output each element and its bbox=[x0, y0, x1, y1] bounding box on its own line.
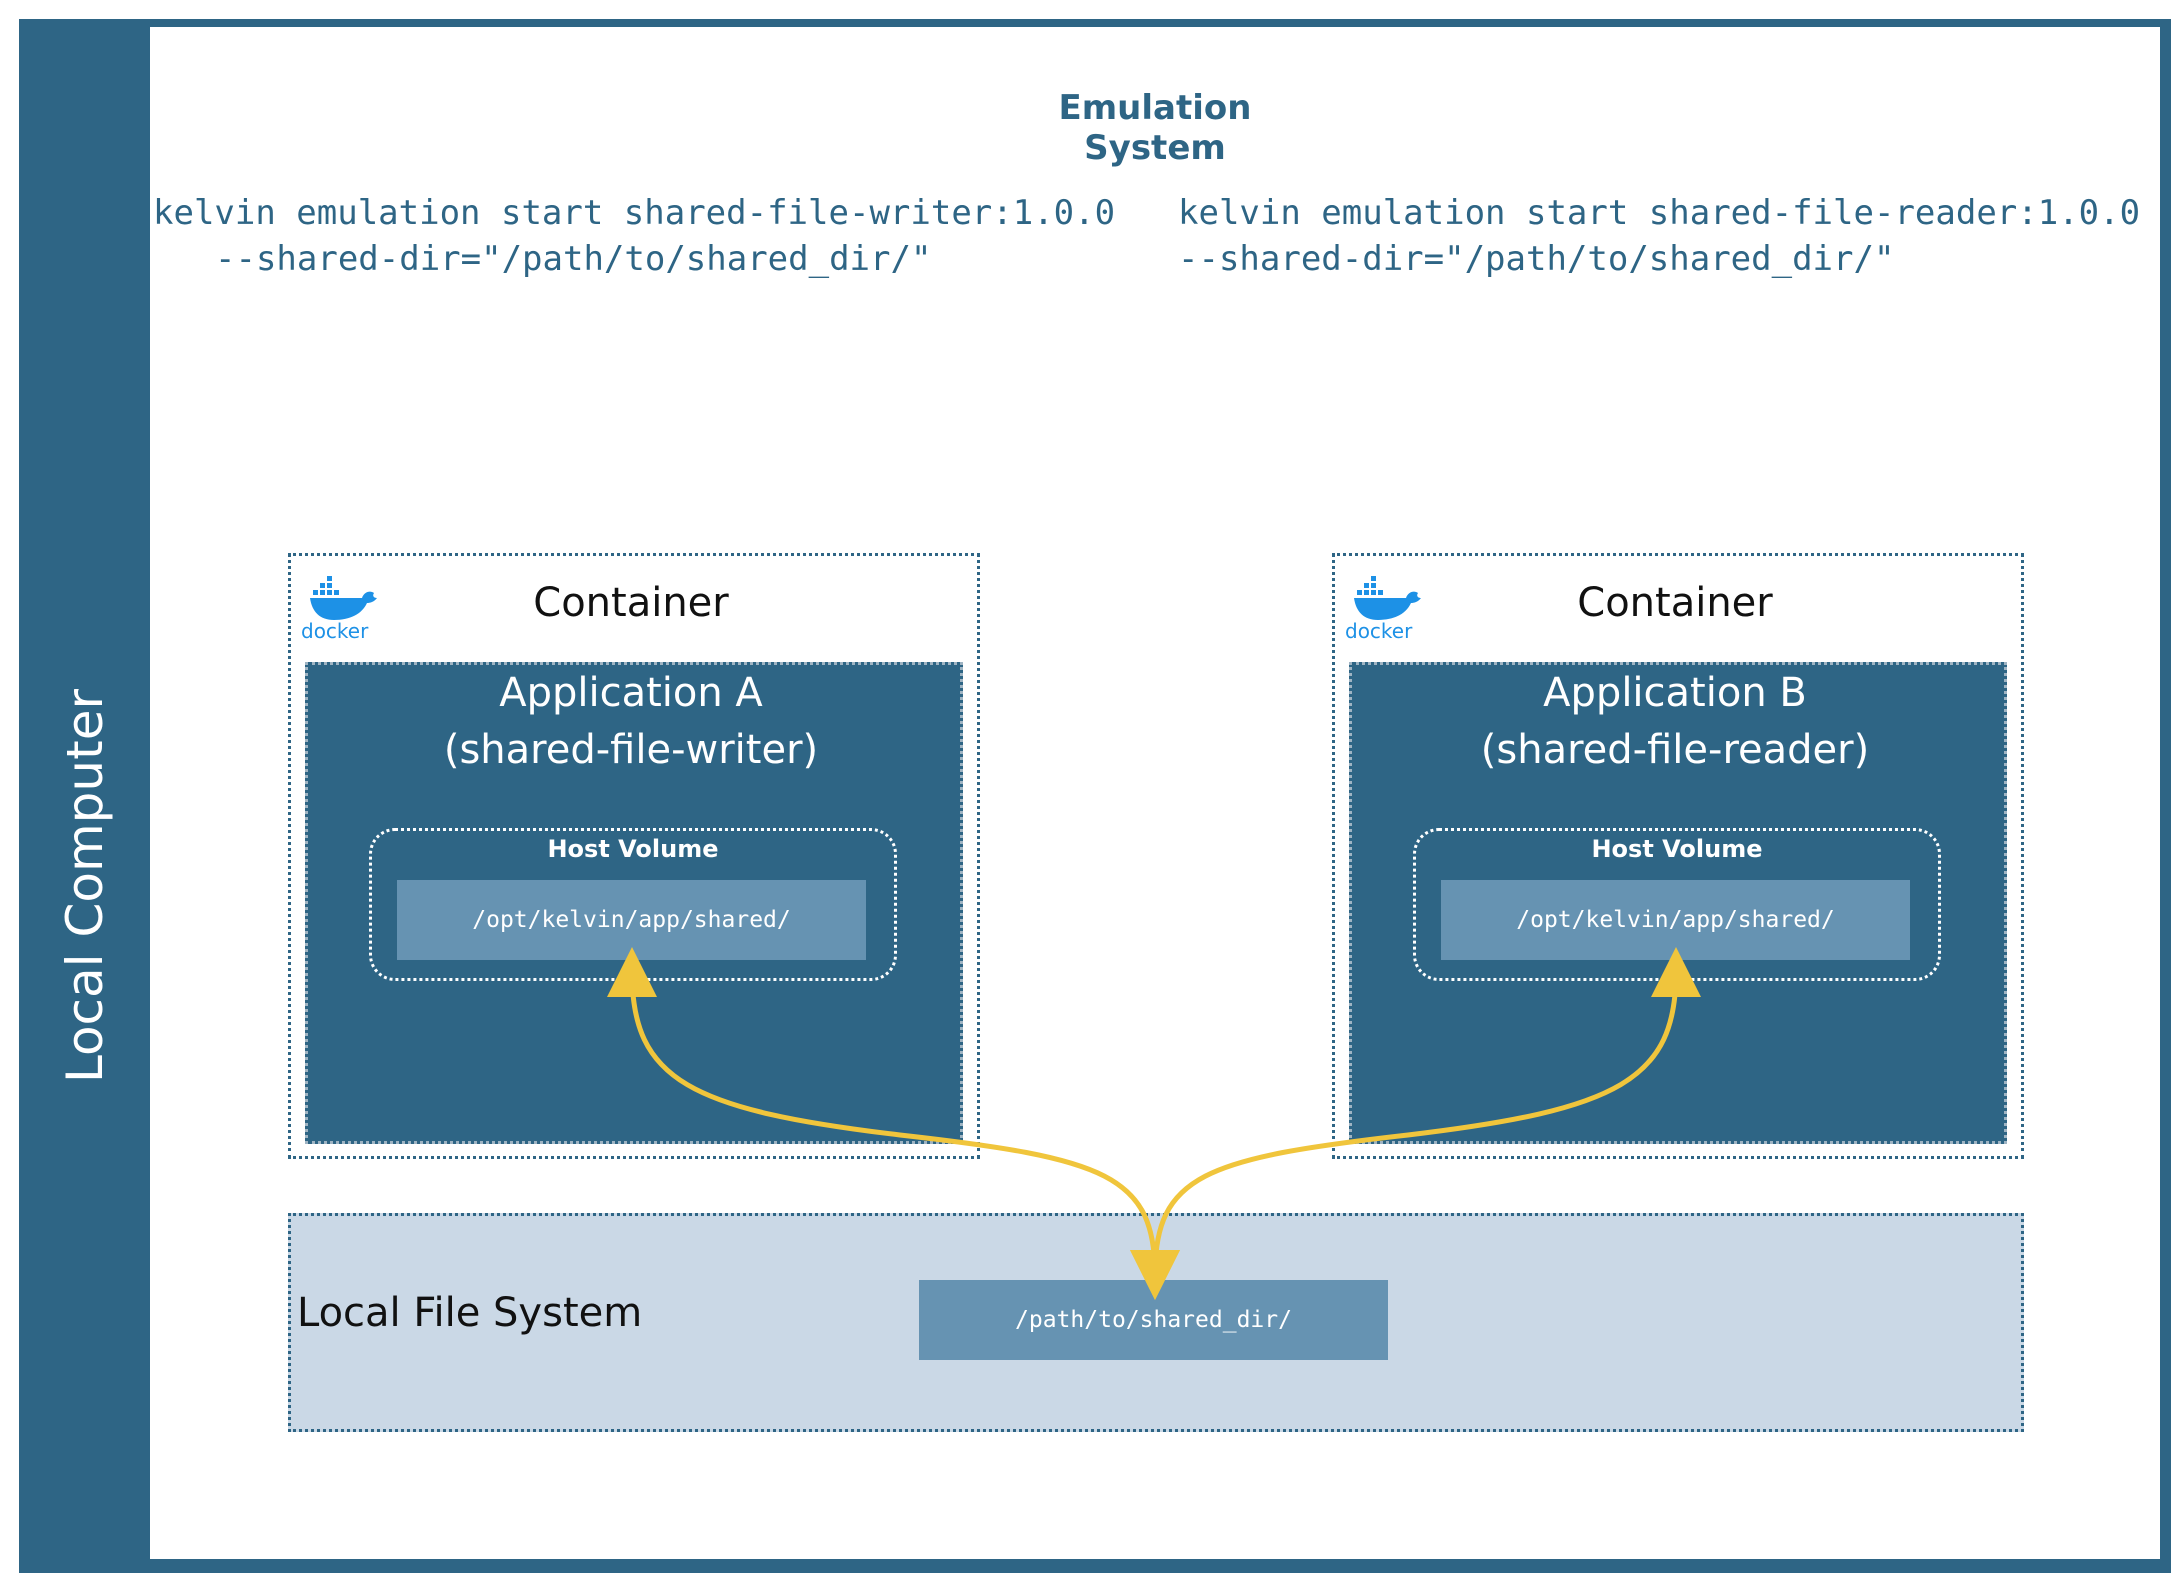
shared-dir-path: /path/to/shared_dir/ bbox=[919, 1280, 1388, 1360]
application-a-name: Application A bbox=[499, 670, 763, 716]
docker-whale-icon: docker bbox=[1345, 576, 1421, 640]
application-b-title: Application B (shared-file-reader) bbox=[1349, 665, 2001, 779]
reader-command-line-1: kelvin emulation start shared-file-reade… bbox=[1178, 193, 2141, 233]
container-a-label: Container bbox=[533, 580, 729, 626]
docker-logo-text: docker bbox=[301, 619, 369, 640]
local-file-system-label: Local File System bbox=[297, 1290, 643, 1336]
host-volume-a-path: /opt/kelvin/app/shared/ bbox=[397, 880, 866, 960]
host-volume-b-path: /opt/kelvin/app/shared/ bbox=[1441, 880, 1910, 960]
docker-whale-icon: docker bbox=[301, 576, 377, 640]
container-b-label: Container bbox=[1577, 580, 1773, 626]
host-volume-a-label: Host Volume bbox=[547, 835, 719, 863]
host-volume-b-label: Host Volume bbox=[1591, 835, 1763, 863]
application-a-subtitle: (shared-file-writer) bbox=[443, 727, 819, 773]
application-b-subtitle: (shared-file-reader) bbox=[1480, 727, 1870, 773]
writer-command-line-2: --shared-dir="/path/to/shared_dir/" bbox=[215, 239, 932, 279]
reader-command-line-2: --shared-dir="/path/to/shared_dir/" bbox=[1178, 239, 1895, 279]
application-a-title: Application A (shared-file-writer) bbox=[305, 665, 957, 779]
application-b-name: Application B bbox=[1543, 670, 1807, 716]
docker-logo-text: docker bbox=[1345, 619, 1413, 640]
local-computer-label: Local Computer bbox=[56, 688, 114, 1084]
writer-command-line-1: kelvin emulation start shared-file-write… bbox=[153, 193, 1116, 233]
diagram-title: Emulation System bbox=[1058, 88, 1252, 168]
